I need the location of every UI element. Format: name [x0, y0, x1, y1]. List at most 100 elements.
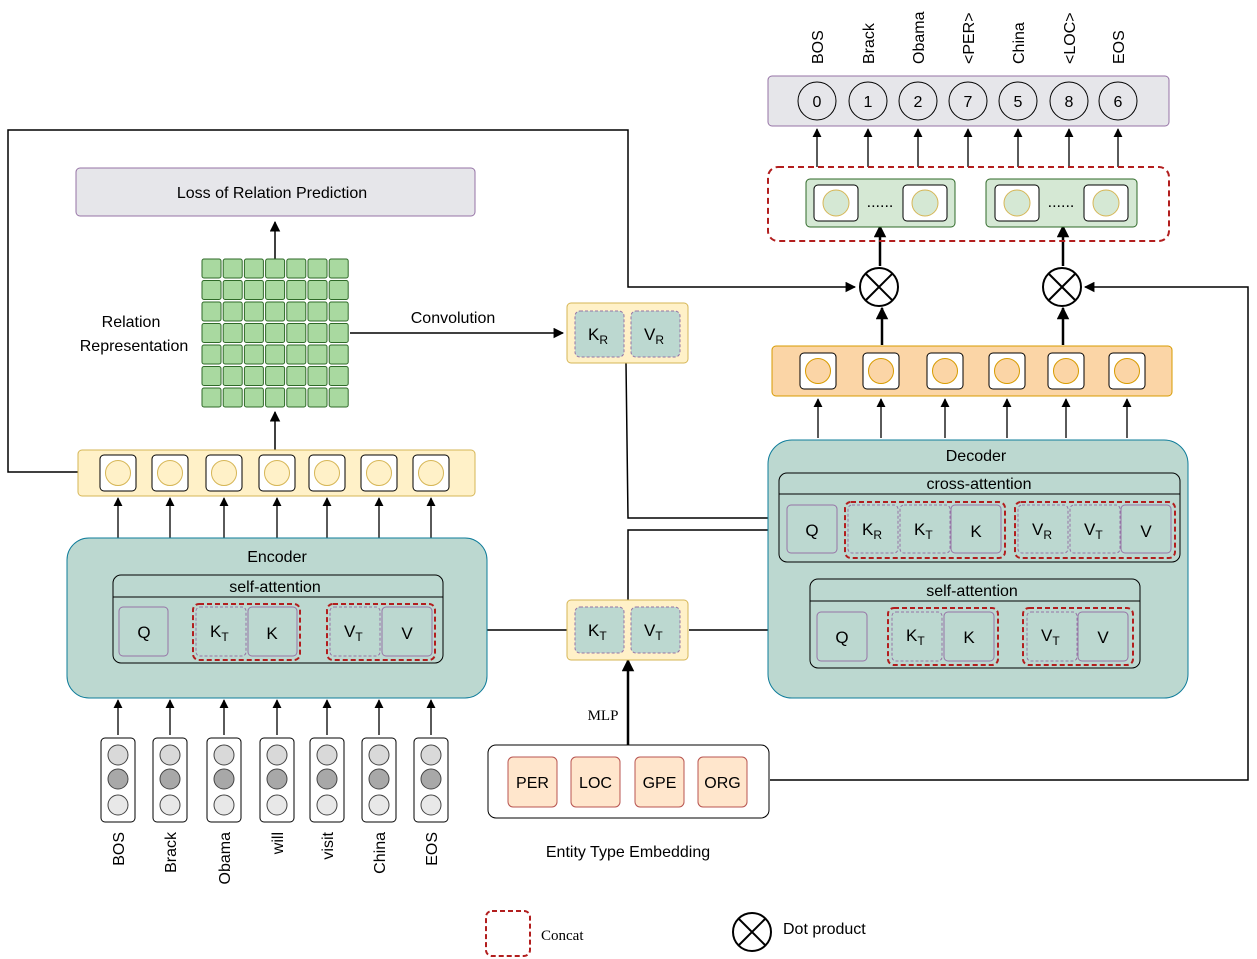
output-token-label: Obama — [911, 11, 928, 64]
input-embedding-dot — [107, 744, 129, 766]
cross-q: Q — [805, 521, 818, 540]
input-token-label: will — [270, 832, 287, 855]
encoder-vt-v: V — [344, 622, 356, 641]
input-embedding-dot — [213, 768, 235, 790]
grid-cell — [307, 366, 328, 386]
cross-v: V — [1140, 522, 1152, 541]
input-embedding-dot — [213, 744, 235, 766]
encoder-token-vector — [264, 460, 290, 486]
decoder-output-vector — [932, 358, 958, 384]
grid-cell — [243, 280, 264, 300]
legend: Concat Dot product — [485, 910, 866, 957]
decoder-title: Decoder — [946, 448, 1007, 465]
dots-left: ...... — [867, 194, 894, 211]
grid-cell — [222, 301, 243, 322]
output-id-value: 8 — [1065, 94, 1074, 111]
entity-caption: Entity Type Embedding — [546, 844, 710, 861]
grid-cell — [265, 323, 286, 343]
grid-cell — [307, 387, 328, 408]
input-embedding-dot — [107, 768, 129, 790]
dot-product-left — [859, 267, 899, 307]
decoder-block: Decoder cross-attention Q KR KT K VR VT … — [767, 439, 1189, 699]
output-token-label: <LOC> — [1062, 12, 1079, 64]
grid-cell — [286, 258, 307, 279]
input-embedding-dot — [368, 794, 390, 816]
svg-text:VT: VT — [1041, 626, 1060, 648]
cross-vt-v: V — [1084, 520, 1096, 539]
encoder-q: Q — [137, 623, 150, 642]
grid-cell — [222, 258, 243, 279]
vr-v: V — [644, 325, 656, 344]
output-id-value: 2 — [914, 94, 923, 111]
decoder-self-vt-v: V — [1041, 626, 1053, 645]
grid-cell — [243, 344, 264, 365]
grid-cell — [265, 344, 286, 365]
output-token-label: China — [1011, 22, 1028, 64]
entity-type-label: GPE — [643, 775, 677, 792]
grid-cell — [222, 366, 243, 386]
input-embedding-dot — [213, 794, 235, 816]
svg-text:KT: KT — [906, 626, 925, 648]
cross-k: K — [970, 522, 982, 541]
grid-cell — [243, 366, 264, 386]
grid-cell — [307, 344, 328, 365]
encoder-token-row — [77, 449, 476, 497]
encoder-title: Encoder — [247, 549, 307, 566]
svg-text:KR: KR — [588, 325, 608, 347]
encoder-vt-sub: T — [355, 630, 363, 644]
grid-cell — [243, 323, 264, 343]
decoder-self-kt-sub: T — [917, 634, 925, 648]
convolution-label: Convolution — [411, 310, 496, 327]
output-id-circle — [1049, 81, 1089, 121]
grid-cell — [201, 387, 222, 408]
dot-product-right — [1042, 267, 1082, 307]
grid-cell — [286, 323, 307, 343]
cross-kr-k: K — [862, 520, 874, 539]
grid-cell — [328, 344, 349, 365]
input-token-label: BOS — [111, 832, 128, 866]
output-token-label: EOS — [1111, 30, 1128, 64]
loss-label: Loss of Relation Prediction — [177, 185, 367, 202]
output-id-circle — [1098, 81, 1138, 121]
vr-sub: R — [655, 333, 664, 347]
cross-vr-sub: R — [1043, 528, 1052, 542]
grid-cell — [307, 301, 328, 322]
vt-sub: T — [655, 629, 663, 643]
grid-cell — [328, 366, 349, 386]
encoder-v: V — [401, 624, 413, 643]
output-id-circle — [797, 81, 837, 121]
grid-cell — [328, 323, 349, 343]
output-id-circle — [998, 81, 1038, 121]
connectors — [7, 129, 1249, 781]
grid-cell — [328, 301, 349, 322]
output-token-label: Brack — [861, 22, 878, 64]
grid-cell — [286, 344, 307, 365]
output-id-circle — [898, 81, 938, 121]
decoder-output-vector — [994, 358, 1020, 384]
encoder-token-vector — [366, 460, 392, 486]
kt-k: K — [588, 621, 600, 640]
grid-cell — [286, 387, 307, 408]
grid-cell — [265, 258, 286, 279]
decoder-self-q: Q — [835, 628, 848, 647]
input-embedding-dot — [159, 794, 181, 816]
decoder-output-vector — [805, 358, 831, 384]
svg-text:VR: VR — [1032, 520, 1052, 542]
encoder-token-vector — [418, 460, 444, 486]
input-embedding-dot — [316, 794, 338, 816]
grid-cell — [307, 280, 328, 300]
kt-vt-box: KT VT — [566, 599, 689, 661]
input-token-label: Obama — [217, 832, 234, 885]
input-embedding-dot — [316, 768, 338, 790]
pointer-concat-group: ...... ...... — [767, 166, 1170, 242]
output-token-label: BOS — [810, 30, 827, 64]
grid-cell — [307, 258, 328, 279]
grid-cell — [328, 387, 349, 408]
input-embedding-dot — [420, 744, 442, 766]
kr-vr-box: KR VR — [566, 302, 689, 364]
output-id-value: 7 — [964, 94, 973, 111]
input-token-label: Brack — [163, 831, 180, 873]
entity-type-cell — [697, 756, 748, 808]
grid-cell — [222, 280, 243, 300]
output-id-value: 5 — [1014, 94, 1023, 111]
